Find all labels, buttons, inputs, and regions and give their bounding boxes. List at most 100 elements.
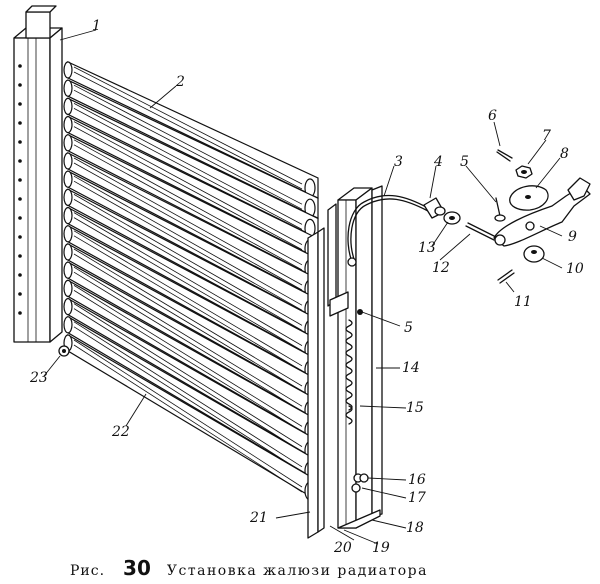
slat-rib bbox=[73, 84, 303, 205]
callout-2: 2 bbox=[175, 74, 185, 90]
slat-rib bbox=[73, 290, 303, 432]
slat-curl bbox=[63, 170, 73, 188]
slat-rib bbox=[73, 235, 303, 372]
post-hole bbox=[18, 311, 22, 315]
callout-22: 22 bbox=[111, 424, 130, 440]
cotter-pin-6 bbox=[496, 149, 513, 162]
callout-8: 8 bbox=[560, 146, 569, 162]
callout-1: 1 bbox=[92, 18, 101, 34]
callout-16: 16 bbox=[408, 472, 426, 488]
callout-3: 3 bbox=[394, 154, 403, 170]
slat-rib bbox=[73, 285, 303, 427]
slat-curl bbox=[63, 79, 73, 97]
slat-rib bbox=[73, 230, 303, 367]
callout-21: 21 bbox=[249, 510, 268, 526]
slat-rib bbox=[73, 326, 303, 473]
slat-rib bbox=[73, 157, 303, 286]
slat-rib bbox=[73, 253, 303, 392]
callout-labels: 1 2 3 4 5 6 7 8 9 10 11 12 13 5 14 15 16… bbox=[29, 18, 584, 556]
callout-18: 18 bbox=[406, 520, 424, 536]
post-hole bbox=[18, 197, 22, 201]
callout-10: 10 bbox=[566, 261, 584, 277]
post-hole bbox=[18, 292, 22, 296]
caption-title: Установка жалюзи радиатора bbox=[166, 563, 428, 579]
bush-10 bbox=[523, 245, 545, 263]
slat-curl bbox=[63, 316, 73, 334]
slat-curl bbox=[63, 261, 73, 279]
slat-rib bbox=[73, 103, 303, 225]
slat-rib bbox=[73, 71, 303, 190]
leader-lines bbox=[43, 29, 563, 545]
link-bar bbox=[307, 227, 325, 539]
post-hole bbox=[18, 102, 22, 106]
post-hole bbox=[18, 83, 22, 87]
callout-7: 7 bbox=[542, 128, 551, 144]
callout-11: 11 bbox=[514, 294, 532, 310]
post-hole bbox=[18, 273, 22, 277]
callout-5: 5 bbox=[460, 154, 469, 170]
caption-prefix: Рис. bbox=[70, 563, 106, 579]
figure-number: 30 bbox=[123, 556, 151, 580]
louver-slat bbox=[63, 152, 319, 300]
callout-19: 19 bbox=[372, 540, 390, 556]
callout-13: 13 bbox=[418, 240, 436, 256]
slat-rib bbox=[73, 199, 303, 331]
screw-5 bbox=[494, 197, 506, 222]
callout-20: 20 bbox=[333, 540, 352, 556]
slat-curl bbox=[63, 188, 73, 206]
post-hole bbox=[18, 140, 22, 144]
slat-curl bbox=[63, 61, 73, 79]
slat-rib bbox=[73, 108, 303, 230]
post-holes bbox=[18, 64, 22, 315]
slat-curl bbox=[63, 134, 73, 152]
post-hole bbox=[18, 121, 22, 125]
slat-rib bbox=[73, 212, 303, 346]
slat-curl bbox=[63, 115, 73, 134]
slat-rib bbox=[73, 344, 303, 493]
drive-cable bbox=[347, 194, 429, 267]
slat-rib bbox=[73, 175, 303, 306]
slat-rib bbox=[73, 126, 303, 250]
slat-rib bbox=[73, 144, 303, 271]
slat-rib bbox=[73, 339, 303, 488]
post-hole bbox=[18, 216, 22, 220]
slat-rib bbox=[73, 139, 303, 266]
slat-rib bbox=[73, 217, 303, 351]
slat-curl bbox=[63, 298, 73, 316]
post-hole bbox=[18, 159, 22, 163]
slat-curl bbox=[63, 279, 73, 297]
slat-rib bbox=[73, 271, 303, 412]
callout-15: 15 bbox=[406, 400, 424, 416]
callout-5-lower: 5 bbox=[404, 320, 413, 336]
slat-curl bbox=[63, 243, 73, 261]
slat-curl bbox=[63, 152, 73, 170]
louver-slats bbox=[63, 61, 319, 503]
slat-curl bbox=[63, 225, 73, 243]
pin-11 bbox=[497, 269, 515, 284]
callout-9: 9 bbox=[568, 229, 577, 245]
right-frame-post bbox=[329, 185, 383, 529]
callout-23: 23 bbox=[29, 370, 48, 386]
left-frame-post bbox=[13, 5, 63, 343]
nut-7 bbox=[515, 165, 533, 179]
slat-rib bbox=[73, 266, 303, 407]
post-hole bbox=[18, 64, 22, 68]
control-lever-9 bbox=[493, 177, 591, 247]
middle-post bbox=[327, 203, 337, 307]
figure-caption: Рис. 30 Установка жалюзи радиатора bbox=[70, 556, 428, 580]
return-spring bbox=[345, 319, 353, 425]
slat-curl bbox=[63, 207, 73, 225]
pin-12 bbox=[465, 222, 497, 241]
slat-rib bbox=[73, 248, 303, 387]
nut-13 bbox=[443, 211, 461, 225]
callout-4: 4 bbox=[433, 154, 443, 170]
washer-8 bbox=[509, 185, 549, 211]
slat-rib bbox=[73, 180, 303, 311]
slat-curl bbox=[63, 97, 73, 116]
post-hole bbox=[18, 235, 22, 239]
callout-14: 14 bbox=[402, 360, 420, 376]
slat-rib bbox=[73, 303, 303, 447]
callout-6: 6 bbox=[488, 108, 497, 124]
slat-rib bbox=[73, 89, 303, 210]
